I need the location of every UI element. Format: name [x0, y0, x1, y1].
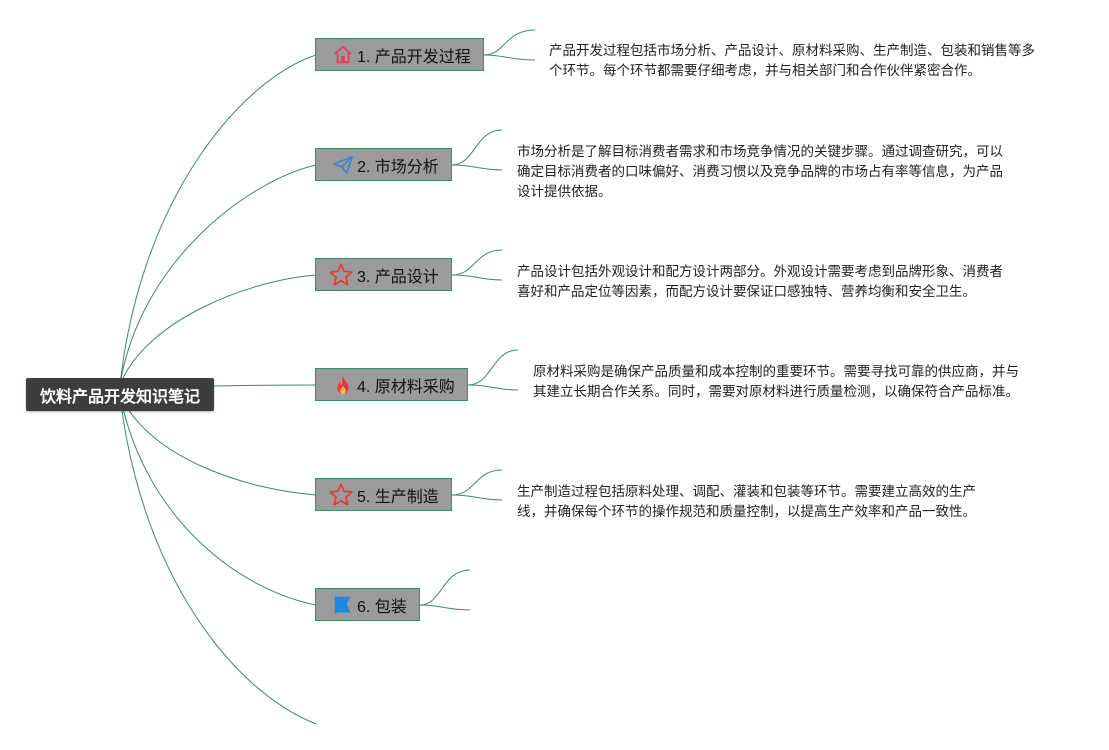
connector-root-2	[119, 164, 317, 386]
branch-node-1[interactable]: 1. 产品开发过程	[315, 38, 484, 71]
paper-plane-icon	[332, 154, 354, 176]
branch-node-3[interactable]: 3. 产品设计	[315, 258, 452, 291]
bracket-6-bottom	[419, 604, 471, 611]
branch-4-description: 原材料采购是确保产品质量和成本控制的重要环节。需要寻找可靠的供应商，并与其建立长…	[533, 364, 1019, 399]
branch-node-4[interactable]: 4. 原材料采购	[315, 368, 468, 401]
branch-node-2[interactable]: 2. 市场分析	[315, 148, 452, 181]
connector-root-1	[119, 54, 317, 386]
bracket-2-bottom	[451, 164, 503, 171]
bracket-4-top	[467, 349, 519, 386]
branch-3-description: 产品设计包括外观设计和配方设计两部分。外观设计需要考虑到品牌形象、消费者喜好和产…	[517, 264, 1003, 299]
bracket-3-bottom	[451, 274, 503, 281]
connector-root-4	[213, 384, 317, 387]
branch-node-6[interactable]: 6. 包装	[315, 588, 420, 621]
branch-node-5[interactable]: 5. 生产制造	[315, 478, 452, 511]
connector-root-6	[119, 394, 317, 606]
root-node[interactable]: 饮料产品开发知识笔记	[26, 378, 214, 411]
star-icon	[328, 482, 354, 508]
flag-icon	[332, 594, 354, 616]
connector-root-7	[119, 394, 317, 725]
root-node-label: 饮料产品开发知识笔记	[39, 388, 200, 406]
branch-5-description: 生产制造过程包括原料处理、调配、灌装和包装等环节。需要建立高效的生产线，并确保每…	[517, 484, 976, 519]
branch-node-6-label: 6. 包装	[357, 598, 407, 616]
fire-icon	[332, 374, 354, 396]
branch-node-3-label: 3. 产品设计	[357, 268, 439, 286]
bracket-5-bottom	[451, 494, 503, 501]
branch-node-1-label: 1. 产品开发过程	[357, 48, 471, 66]
connector-root-3	[119, 274, 317, 386]
bracket-5-top	[451, 469, 503, 496]
bracket-4-bottom	[467, 384, 519, 391]
bracket-1-bottom	[483, 54, 536, 61]
connector-root-5	[119, 394, 317, 496]
branch-node-4-label: 4. 原材料采购	[357, 378, 455, 396]
bracket-3-top	[451, 249, 503, 276]
star-icon	[328, 262, 354, 288]
branch-node-2-label: 2. 市场分析	[357, 158, 439, 176]
branch-2-description: 市场分析是了解目标消费者需求和市场竞争情况的关键步骤。通过调查研究，可以确定目标…	[517, 144, 1003, 199]
branch-1-description: 产品开发过程包括市场分析、产品设计、原材料采购、生产制造、包装和销售等多个环节。…	[549, 43, 1035, 78]
bracket-2-top	[451, 129, 503, 166]
branch-node-5-label: 5. 生产制造	[357, 488, 439, 506]
home-icon	[332, 44, 354, 66]
bracket-1-top	[483, 29, 536, 56]
bracket-6-top	[419, 569, 471, 606]
